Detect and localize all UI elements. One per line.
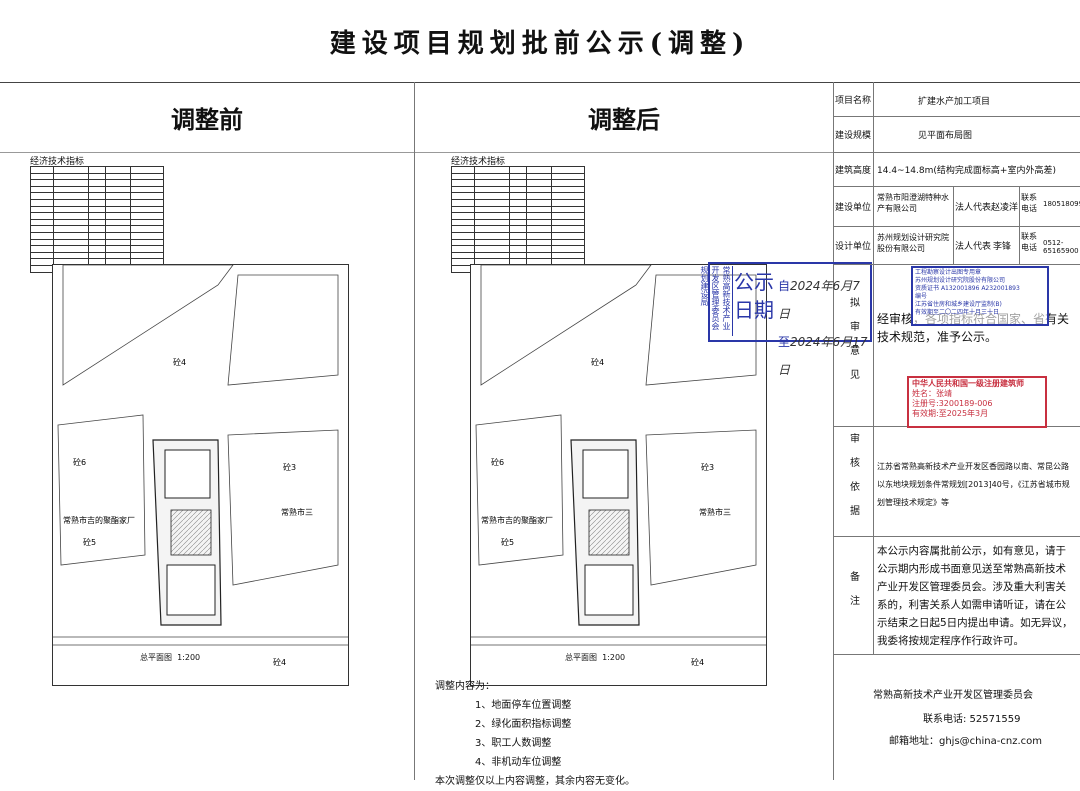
row-builder: 建设单位 常熟市阳澄湖特种水产有限公司 法人代表 赵凌洋 联系电话 180518… (833, 186, 1080, 227)
legal-rep-label: 法人代表 (955, 242, 992, 252)
designer-phone: 0512-65165900 (1043, 239, 1079, 255)
opinion-label: 拟审意见 (833, 264, 874, 426)
scale-label: 建设规模 (833, 116, 874, 152)
design-seal-title: 工程勘察设计出图专用章 (915, 269, 982, 276)
architect-name: 姓名：张靖 (912, 389, 952, 398)
design-seal-org: 苏州规划设计研究院股份有限公司 (915, 277, 1006, 284)
after-label-plot3: 砼3 (701, 462, 714, 472)
design-cert-b: A232001893 (981, 285, 1020, 292)
date-from: 2024年6月7日 (778, 279, 860, 321)
after-heading: 调整后 (415, 82, 833, 153)
period-label-2: 日期 (734, 298, 774, 322)
basis-text: 江苏省常熟高新技术产业开发区香园路以南、常昆公路以东地块规划条件常规划[2013… (877, 462, 1070, 507)
after-label-plot5: 砼5 (501, 537, 514, 547)
after-label-plot4a: 砼4 (591, 357, 604, 367)
design-seal-valid: 有效期至二〇二四年十月三十日 (915, 309, 1000, 316)
to-label: 至 (778, 335, 791, 349)
after-plan-caption: 总平面图 1:200 (565, 653, 626, 662)
after-eco-table (451, 166, 585, 273)
legal-rep-label: 法人代表 (955, 203, 992, 213)
notes-title: 调整内容为： (435, 681, 495, 692)
height-value: 14.4~14.8m(结构完成面标高+室内外高差) (877, 166, 1056, 176)
after-eco-label: 经济技术指标 (451, 157, 506, 167)
builder-name: 常熟市阳澄湖特种水产有限公司 (877, 193, 949, 213)
before-label-plot3: 砼3 (283, 462, 296, 472)
design-seal-dept: 江苏省住房和城乡建设厅监制(B) (915, 301, 1002, 308)
before-heading: 调整前 (0, 82, 414, 153)
architect-reg: 注册号:3200189-006 (912, 399, 993, 408)
after-label-plot4b: 砼4 (691, 657, 704, 667)
row-basis: 审核依据 江苏省常熟高新技术产业开发区香园路以南、常昆公路以东地块规划条件常规划… (833, 426, 1080, 537)
before-label-factory-left: 常熟市吉的聚酯家厂 (63, 515, 135, 525)
project-name: 扩建水产加工项目 (918, 97, 991, 107)
row-designer: 设计单位 苏州规划设计研究院股份有限公司 法人代表 李锋 联系电话 0512-6… (833, 226, 1080, 265)
notice-period-stamp: 常熟高新技术产业开发区管理委员会规划建设局 公示 日期 自2024年6月7日 至… (700, 262, 872, 377)
contact-phone: 联系电话: 52571559 (923, 714, 1021, 725)
adjustment-notes: 调整内容为： 1、地面停车位置调整 2、绿化面积指标调整 3、职工人数调整 4、… (435, 677, 635, 791)
basis-label: 审核依据 (833, 426, 874, 536)
remark-text: 本公示内容属批前公示，如有意见，请于公示期内形成书面意见送至常熟高新技术产业开发… (877, 545, 1073, 647)
row-project-name: 项目名称 扩建水产加工项目 (833, 82, 1080, 117)
remark-label: 备注 (833, 536, 874, 654)
contact-label: 联系电话 (1021, 232, 1037, 252)
before-eco-table (30, 166, 164, 273)
row-scale: 建设规模 见平面布局图 (833, 116, 1080, 153)
design-number-label: 编号 (915, 293, 928, 300)
before-label-plot4a: 砼4 (173, 357, 186, 367)
before-label-plot5: 砼5 (83, 537, 96, 547)
from-label: 自 (778, 279, 791, 293)
notes-footer: 本次调整仅以上内容调整，其余内容无变化。 (435, 776, 635, 787)
builder-label: 建设单位 (833, 186, 874, 226)
designer-name: 苏州规划设计研究院股份有限公司 (877, 233, 949, 253)
date-to: 2024年6月17日 (778, 335, 868, 377)
notes-item: 3、职工人数调整 (475, 738, 552, 749)
architect-valid: 有效期:至2025年3月 (912, 409, 989, 418)
height-label: 建筑高度 (833, 152, 874, 186)
after-label-factory-left: 常熟市吉的聚酯家厂 (481, 515, 553, 525)
after-label-plot6: 砼6 (491, 457, 504, 467)
row-height: 建筑高度 14.4~14.8m(结构完成面标高+室内外高差) (833, 152, 1080, 187)
before-site-plan: 砼4 砼3 砼6 砼5 常熟市吉的聚酯家厂 常熟市三 砼4 (52, 264, 349, 686)
project-name-label: 项目名称 (833, 82, 874, 116)
page-title: 建设项目规划批前公示(调整) (0, 0, 1080, 83)
notice-seal-text: 常熟高新技术产业开发区管理委员会规划建设局 (700, 266, 733, 336)
design-cert-a: A132001896 (940, 285, 980, 292)
before-label-plot4b: 砼4 (273, 657, 286, 667)
row-remark: 备注 本公示内容属批前公示，如有意见，请于公示期内形成书面意见送至常熟高新技术产… (833, 536, 1080, 655)
contact-label: 联系电话 (1021, 193, 1037, 213)
designer-rep: 李锋 (993, 242, 1012, 252)
notes-item: 2、绿化面积指标调整 (475, 719, 572, 730)
architect-title: 中华人民共和国一级注册建筑师 (912, 379, 1024, 388)
period-label-1: 公示 (734, 270, 774, 294)
before-label-factory-right: 常熟市三 (281, 507, 313, 517)
project-info-table: 项目名称 扩建水产加工项目 建设规模 见平面布局图 建筑高度 14.4~14.8… (833, 82, 1080, 780)
contact-email: 邮箱地址：ghjs@china-cnz.com (889, 736, 1042, 747)
after-panel: 调整后 经济技术指标 砼4 砼3 砼6 砼5 常熟市吉的聚酯家厂 (415, 82, 872, 787)
before-panel: 调整前 经济技术指标 砼4 砼3 砼6 砼5 常熟市吉的聚酯家厂 (0, 82, 415, 780)
notes-item: 4、非机动车位调整 (475, 757, 562, 768)
design-seal: 工程勘察设计出图专用章 苏州规划设计研究院股份有限公司 资质证书 A132001… (911, 266, 1049, 326)
before-plan-caption: 总平面图 1:200 (140, 653, 201, 662)
after-label-factory-right: 常熟市三 (699, 507, 731, 517)
scale-value: 见平面布局图 (918, 131, 973, 141)
after-site-plan: 砼4 砼3 砼6 砼5 常熟市吉的聚酯家厂 常熟市三 砼4 (470, 264, 767, 686)
before-label-plot6: 砼6 (73, 457, 86, 467)
before-eco-label: 经济技术指标 (30, 157, 85, 167)
builder-rep: 赵凌洋 (991, 203, 1019, 213)
org-name: 常熟高新技术产业开发区管理委员会 (873, 690, 1033, 701)
designer-label: 设计单位 (833, 226, 874, 264)
row-opinion: 拟审意见 经审核，各项指标符合国家、省有关技术规范，准予公示。 工程勘察设计出图… (833, 264, 1080, 428)
builder-phone: 18051809999 (1043, 200, 1080, 208)
info-footer: 常熟高新技术产业开发区管理委员会 联系电话: 52571559 邮箱地址：ghj… (833, 654, 1080, 780)
notes-item: 1、地面停车位置调整 (475, 700, 572, 711)
architect-seal: 中华人民共和国一级注册建筑师 姓名：张靖 注册号:3200189-006 有效期… (907, 376, 1047, 428)
